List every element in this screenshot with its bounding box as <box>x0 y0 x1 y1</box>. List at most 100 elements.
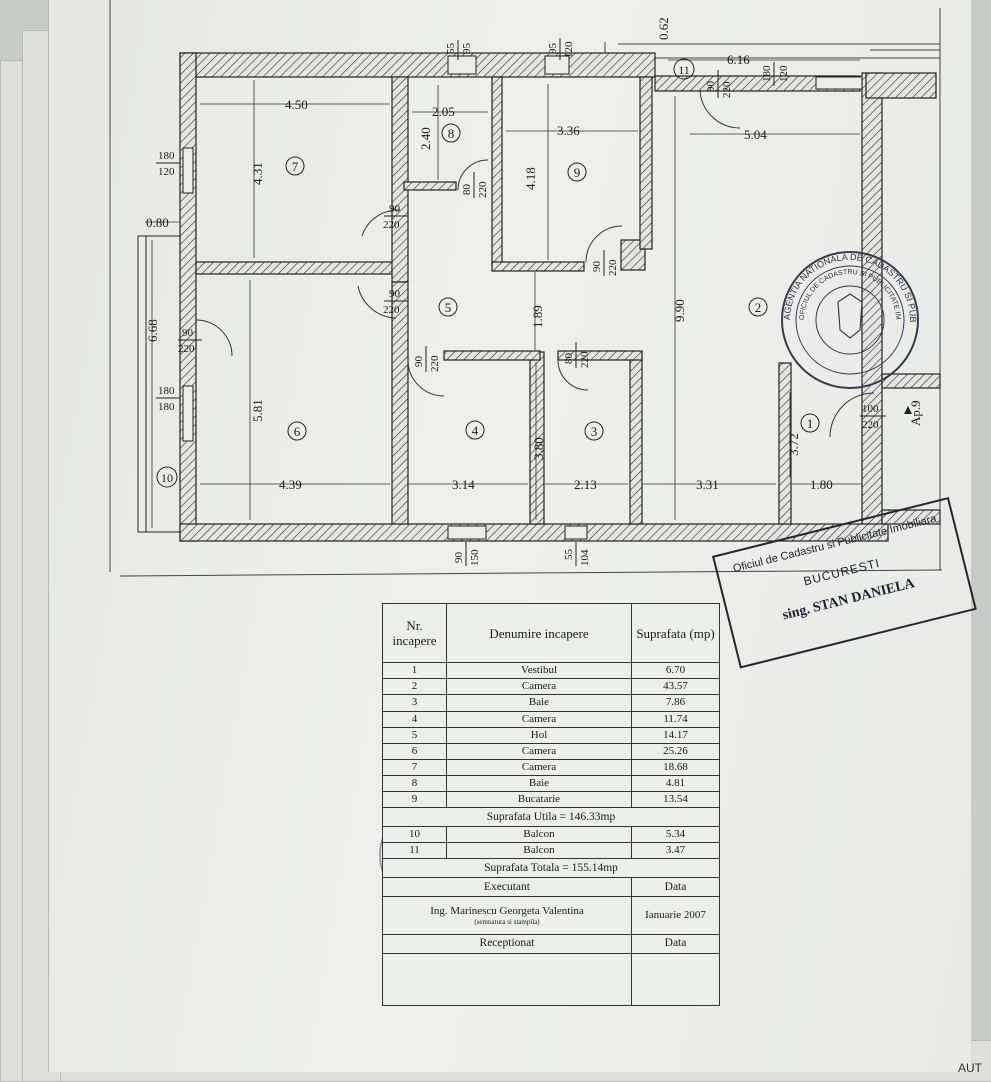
executant-row: Ing. Marinescu Georgeta Valentina (semna… <box>382 896 720 935</box>
dim-r1-width: 1.80 <box>810 477 833 492</box>
dim-r6-width: 4.39 <box>279 477 302 492</box>
svg-text:120: 120 <box>563 41 575 58</box>
svg-text:220: 220 <box>721 81 733 98</box>
dim-r9-width: 3.36 <box>557 123 580 138</box>
svg-text:220: 220 <box>383 219 400 231</box>
dim-r4-height: 3.80 <box>531 437 546 460</box>
room-11-number: 11 <box>678 63 690 77</box>
room-10-number: 10 <box>161 471 173 485</box>
room-9-number: 9 <box>574 165 581 180</box>
received-header-row: Receptionat Data <box>382 933 720 954</box>
svg-text:180: 180 <box>158 150 175 162</box>
room-3-number: 3 <box>591 424 598 439</box>
executant-name: Ing. Marinescu Georgeta Valentina <box>430 904 584 917</box>
header-area: Suprafata (mp) <box>631 602 720 664</box>
svg-text:220: 220 <box>607 259 619 276</box>
svg-text:150: 150 <box>469 549 481 566</box>
svg-text:80: 80 <box>563 353 575 365</box>
dim-r1-height: 3.72 <box>786 433 801 456</box>
svg-text:90: 90 <box>591 261 603 273</box>
room-numbers: 1 2 3 4 5 6 7 8 9 10 11 <box>156 58 820 488</box>
dim-r9-height: 4.18 <box>523 167 538 190</box>
dim-top-offset: 0.62 <box>656 17 671 40</box>
received-row <box>382 952 720 1007</box>
dim-r7-width: 4.50 <box>285 97 308 112</box>
svg-text:90: 90 <box>389 203 401 215</box>
dim-left-offset: 0.80 <box>146 215 169 230</box>
drawing-frame <box>109 0 943 577</box>
svg-text:80: 80 <box>461 184 473 196</box>
useful-area-row: Suprafata Utila = 146.33mp <box>382 806 720 828</box>
dim-r7-height: 4.31 <box>250 162 265 185</box>
svg-text:120: 120 <box>158 166 175 178</box>
svg-text:180: 180 <box>158 385 175 397</box>
svg-text:95: 95 <box>461 43 473 55</box>
room-8-number: 8 <box>448 126 455 141</box>
executant-sub: (semnatura si stampila) <box>474 917 540 926</box>
door-swings <box>195 89 875 438</box>
executant-label: Executant <box>382 877 632 898</box>
dim-r3-width: 2.13 <box>574 477 597 492</box>
dim-r2-bottom-width: 3.31 <box>696 477 719 492</box>
header-name: Denumire incapere <box>446 602 632 664</box>
svg-text:180: 180 <box>761 65 773 82</box>
coat-of-arms-icon <box>837 293 863 339</box>
room-6-number: 6 <box>294 424 301 439</box>
dim-r8-height: 2.40 <box>418 127 433 150</box>
svg-text:220: 220 <box>477 181 489 198</box>
room-4-number: 4 <box>472 423 479 438</box>
dim-r6-height: 5.81 <box>250 399 265 422</box>
room-7-number: 7 <box>292 159 299 174</box>
svg-text:90: 90 <box>705 81 717 93</box>
svg-text:220: 220 <box>579 351 591 368</box>
svg-text:220: 220 <box>383 304 400 316</box>
date-value: Ianuarie 2007 <box>631 896 720 935</box>
svg-text:90: 90 <box>413 356 425 368</box>
received-label: Receptionat <box>382 933 632 954</box>
area-table: Nr. incapere Denumire incapere Suprafata… <box>382 602 720 1007</box>
svg-text:90: 90 <box>182 327 194 339</box>
dim-r10-height: 6.68 <box>145 319 160 342</box>
dim-r4-width: 3.14 <box>452 477 475 492</box>
svg-text:90: 90 <box>453 552 465 564</box>
svg-text:220: 220 <box>429 355 441 372</box>
room-5-number: 5 <box>445 300 452 315</box>
dim-r2-height: 9.90 <box>672 299 687 322</box>
edge-text: AUT <box>958 1061 983 1075</box>
dimension-lines <box>145 59 862 528</box>
executant-header-row: Executant Data <box>382 877 720 898</box>
svg-text:104: 104 <box>579 549 591 566</box>
table-header: Nr. incapere Denumire incapere Suprafata… <box>382 602 720 664</box>
useful-area: Suprafata Utila = 146.33mp <box>382 806 720 828</box>
svg-text:220: 220 <box>178 343 195 355</box>
svg-text:55: 55 <box>445 43 457 55</box>
svg-text:180: 180 <box>158 401 175 413</box>
svg-text:120: 120 <box>778 65 790 82</box>
date-label: Data <box>631 877 720 898</box>
svg-text:220: 220 <box>862 419 879 431</box>
dim-top-width: 6.16 <box>727 52 750 67</box>
room-1-number: 1 <box>807 416 814 431</box>
room-2-number: 2 <box>755 300 762 315</box>
executant-cell: Ing. Marinescu Georgeta Valentina (semna… <box>382 896 632 935</box>
apartment-ref: Ap.9 <box>908 400 923 426</box>
total-area: Suprafata Totala = 155.14mp <box>382 858 720 879</box>
dim-r2-width: 5.04 <box>744 127 767 142</box>
svg-text:90: 90 <box>389 288 401 300</box>
header-nr: Nr. incapere <box>382 602 447 664</box>
svg-text:100: 100 <box>862 403 879 415</box>
dim-hall-height: 1.89 <box>530 305 545 328</box>
svg-text:55: 55 <box>563 549 575 561</box>
dim-r8-width: 2.05 <box>432 104 455 119</box>
windows <box>137 55 863 540</box>
date-label-2: Data <box>631 933 720 954</box>
